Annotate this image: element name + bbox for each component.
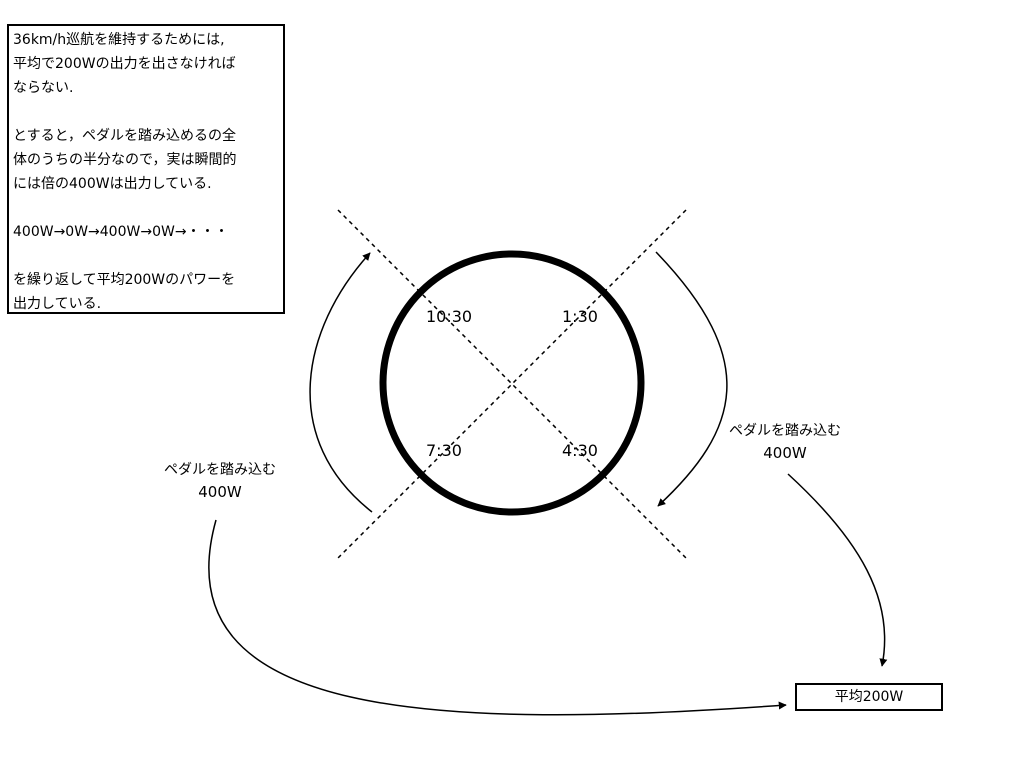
label-7-30: 7:30 (426, 441, 462, 460)
pedal-right-power: 400W (763, 444, 807, 462)
arrow-upper-left-curve (309, 252, 373, 513)
note-line: とすると，ペダルを踏み込めるの全 (13, 128, 237, 144)
pedal-label-left: ペダルを踏み込む 400W (150, 459, 290, 503)
note-line (13, 196, 279, 220)
label-4-30: 4:30 (562, 441, 598, 460)
note-line: 400W→0W→400W→0W→・・・ (13, 224, 229, 240)
note-line: を繰り返して平均200Wのパワーを (13, 272, 236, 288)
pedal-label-right: ペダルを踏み込む 400W (715, 420, 855, 464)
arrow-upper-right-curve (655, 251, 728, 507)
pedal-right-text: ペダルを踏み込む (729, 423, 841, 439)
note-line (13, 244, 279, 268)
dashed-diagonal-ascending (337, 209, 687, 559)
arrow-right-to-average (787, 473, 888, 667)
average-power-box: 平均200W (795, 683, 943, 711)
label-10-30: 10:30 (426, 307, 473, 326)
label-1-30: 1:30 (562, 307, 598, 326)
explanation-note: 36km/h巡航を維持するためには, 平均で200Wの出力を出さなければならない.… (7, 24, 285, 314)
note-line: 36km/h巡航を維持するためには, (13, 32, 225, 48)
note-line: ならない. (13, 80, 74, 96)
note-line: 出力している. (13, 296, 102, 312)
crank-circle (379, 250, 645, 516)
note-line (13, 100, 279, 124)
dashed-diagonal-descending (337, 209, 687, 559)
arrow-left-to-average (208, 519, 787, 716)
pedal-left-text: ペダルを踏み込む (164, 462, 276, 478)
note-line: 平均で200Wの出力を出さなければ (13, 56, 236, 72)
pedal-left-power: 400W (198, 483, 242, 501)
note-line: には倍の400Wは出力している. (13, 176, 212, 192)
note-line: 体のうちの半分なので，実は瞬間的 (13, 152, 237, 168)
